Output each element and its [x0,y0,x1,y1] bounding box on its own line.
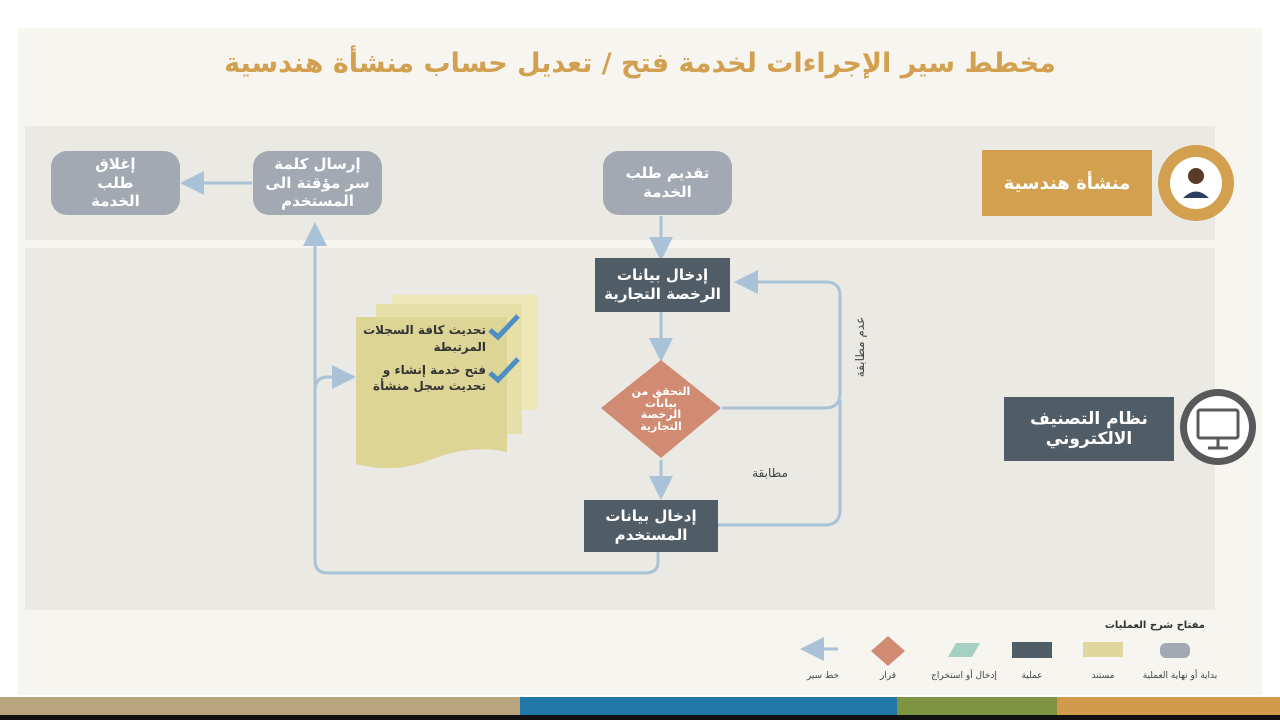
decision-shape [601,360,721,458]
legend-process-shape [1012,642,1052,658]
footer-bar-green [897,697,1057,715]
legend-label: إدخال أو استخراج [931,671,997,681]
arrow-no-match [722,270,842,410]
legend-io-shape [948,643,980,657]
arrow [313,365,356,391]
legend-label: بداية أو نهاية العملية [1142,671,1218,681]
legend-document-shape [1083,642,1123,657]
node-send-password: إرسال كلمة سر مؤقتة الى المستخدم [253,151,382,215]
node-verify: التحقق من بيانات الرخصة التجارية [631,385,691,433]
node-enter-user: إدخال بيانات المستخدم [584,500,718,552]
legend-label: مستند [1091,671,1115,681]
label-no-match: عدم مطابقة [853,316,867,378]
document-shape [356,317,507,469]
arrow [303,222,660,575]
legend-title: مفتاح شرح العمليات [1104,620,1205,631]
check-icon [488,357,520,384]
node-enter-license: إدخال بيانات الرخصة التجارية [595,258,730,312]
legend-label: قرار [879,671,897,681]
page-title: مخطط سير الإجراءات لخدمة فتح / تعديل حسا… [224,48,1056,79]
node-submit-request: تقديم طلب الخدمة [603,151,732,215]
footer-bar-orange [1057,697,1280,715]
legend-label: عملية [1021,671,1043,681]
document-item: فتح خدمة إنشاء و تحديث سجل منشأة [373,362,486,394]
node-close-request: إغلاق طلب الخدمة [51,151,180,215]
legend-terminal-shape [1160,643,1190,658]
actor-system: نظام التصنيف الالكتروني [1004,397,1174,461]
actor-establishment: منشأة هندسية [982,150,1152,216]
check-icon [488,314,520,341]
document-item: تحديث كافة السجلات المرتبطة [363,323,486,354]
arrow [718,400,842,527]
footer-bar-tan [0,697,520,715]
legend-decision-shape [871,636,905,666]
legend-label: خط سير [806,671,840,681]
footer-bar-blue [520,697,897,715]
label-match: مطابقة [752,466,788,480]
user-icon [1188,168,1204,184]
footer-strip [0,715,1280,720]
document-items: تحديث كافة السجلات المرتبطة فتح خدمة إنش… [362,322,486,395]
